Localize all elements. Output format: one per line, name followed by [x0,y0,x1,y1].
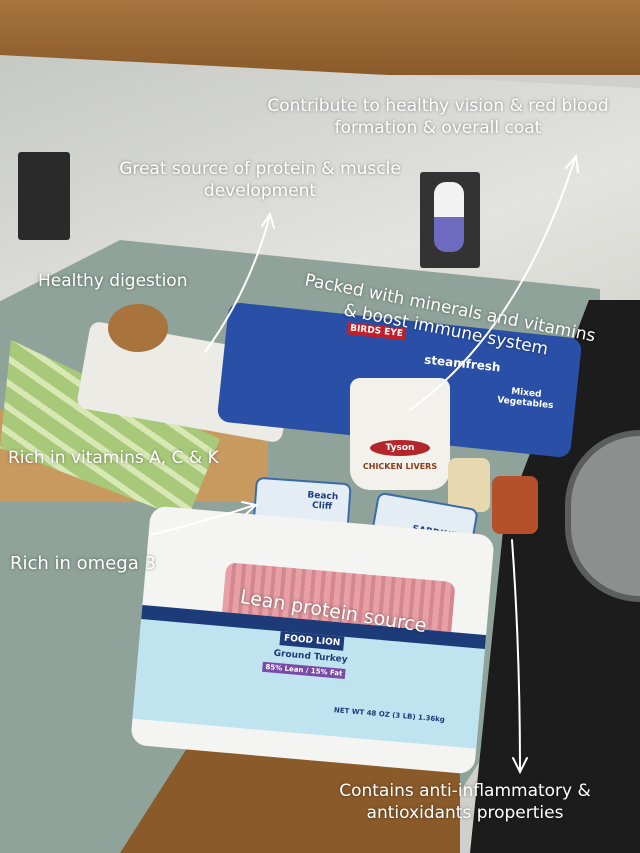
arrow-antiox [511,539,528,775]
caption-vitamins: Rich in vitamins A, C & K [8,448,219,468]
livers-brand: Tyson [370,440,430,456]
chicken-livers-tub: Tyson CHICKEN LIVERS [350,378,450,490]
caption-vision: Contribute to healthy vision & red blood… [267,96,609,138]
caption-antiox: Contains anti-inflammatory & antioxidant… [339,781,591,823]
arrow-omega [149,501,259,536]
arrow-vision [409,153,579,411]
outlet [18,152,70,240]
caption-protein: Great source of protein & muscle develop… [119,159,401,201]
sweet-potato [108,304,168,352]
arrow-protein [204,211,275,353]
spice-jar-red [492,476,538,534]
caption-omega: Rich in omega 3 [10,553,156,574]
caption-digestion: Healthy digestion [38,271,188,291]
livers-name: CHICKEN LIVERS [362,462,438,471]
spice-jar [448,458,490,512]
plug-in-air-freshener [420,172,480,268]
